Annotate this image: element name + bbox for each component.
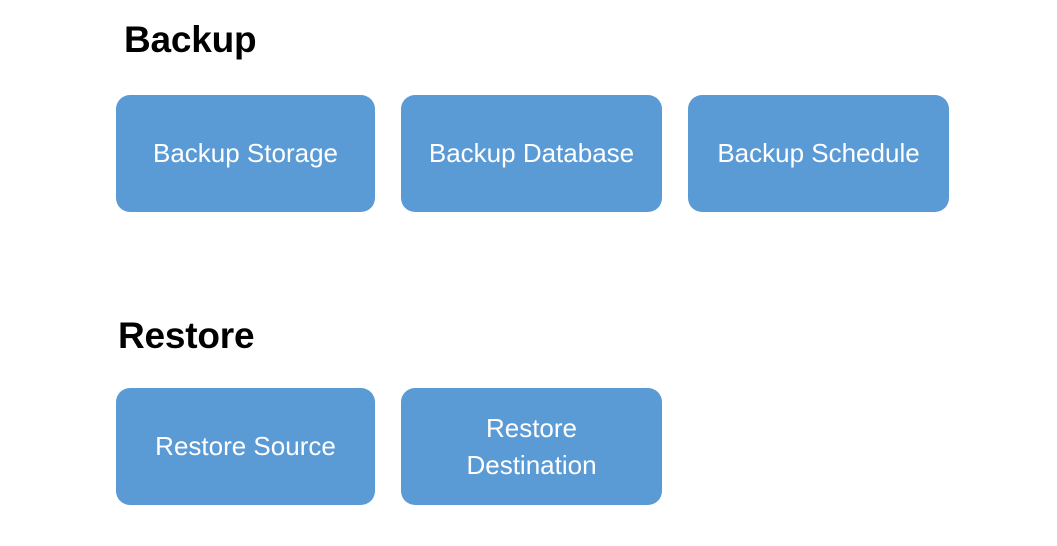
node-label-restore-destination: Restore Destination bbox=[466, 412, 597, 480]
section-heading-restore: Restore bbox=[118, 315, 255, 356]
node-box-backup-storage[interactable]: Backup Storage bbox=[116, 95, 375, 212]
node-label-backup-schedule: Backup Schedule bbox=[717, 138, 920, 168]
node-label-restore-source: Restore Source bbox=[155, 431, 336, 461]
section-heading-backup: Backup bbox=[124, 19, 257, 60]
node-label-backup-storage: Backup Storage bbox=[152, 138, 338, 168]
node-label-backup-database: Backup Database bbox=[428, 138, 635, 168]
node-box-restore-destination[interactable]: Restore Destination bbox=[401, 388, 662, 505]
node-box-backup-database[interactable]: Backup Database bbox=[401, 95, 662, 212]
node-box-restore-source[interactable]: Restore Source bbox=[116, 388, 375, 505]
node-box-backup-schedule[interactable]: Backup Schedule bbox=[688, 95, 949, 212]
